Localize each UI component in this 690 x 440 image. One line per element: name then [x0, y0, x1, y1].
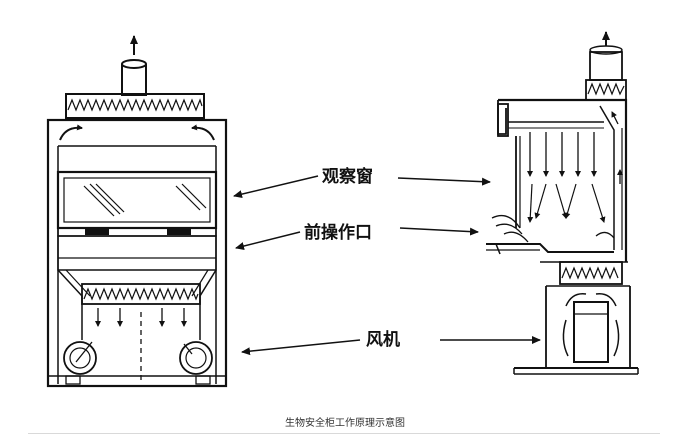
- exhaust-hepa-filter: [65, 93, 205, 119]
- label-fan: 风机: [366, 330, 400, 350]
- side-fan-icon: [562, 293, 620, 363]
- top-airflow-curve-right: [191, 124, 215, 141]
- label-observation-window: 观察窗: [322, 167, 373, 187]
- arrow-window-left: [233, 175, 319, 199]
- exhaust-hepa-zigzag: [67, 98, 203, 112]
- top-airflow-curve-left: [59, 124, 83, 141]
- figure-caption: 生物安全柜工作原理示意图: [285, 418, 405, 429]
- exhaust-chimney-top: [121, 59, 147, 69]
- arrow-opening-left: [235, 231, 301, 250]
- caption-divider: [28, 433, 660, 434]
- arrow-opening-right: [399, 227, 479, 236]
- arrow-window-right: [397, 177, 491, 186]
- front-opening: [57, 235, 217, 271]
- cabinet-body: [46, 118, 228, 388]
- supply-hepa-filter: [81, 283, 201, 305]
- label-front-opening: 前操作口: [304, 223, 372, 243]
- fan-left-icon: [63, 341, 97, 375]
- callout-arrows: [233, 175, 541, 356]
- observation-window: [56, 170, 218, 230]
- side-view: [486, 31, 639, 375]
- arrow-fan-left: [241, 339, 361, 356]
- fan-right-icon: [179, 341, 213, 375]
- front-view: [46, 35, 228, 388]
